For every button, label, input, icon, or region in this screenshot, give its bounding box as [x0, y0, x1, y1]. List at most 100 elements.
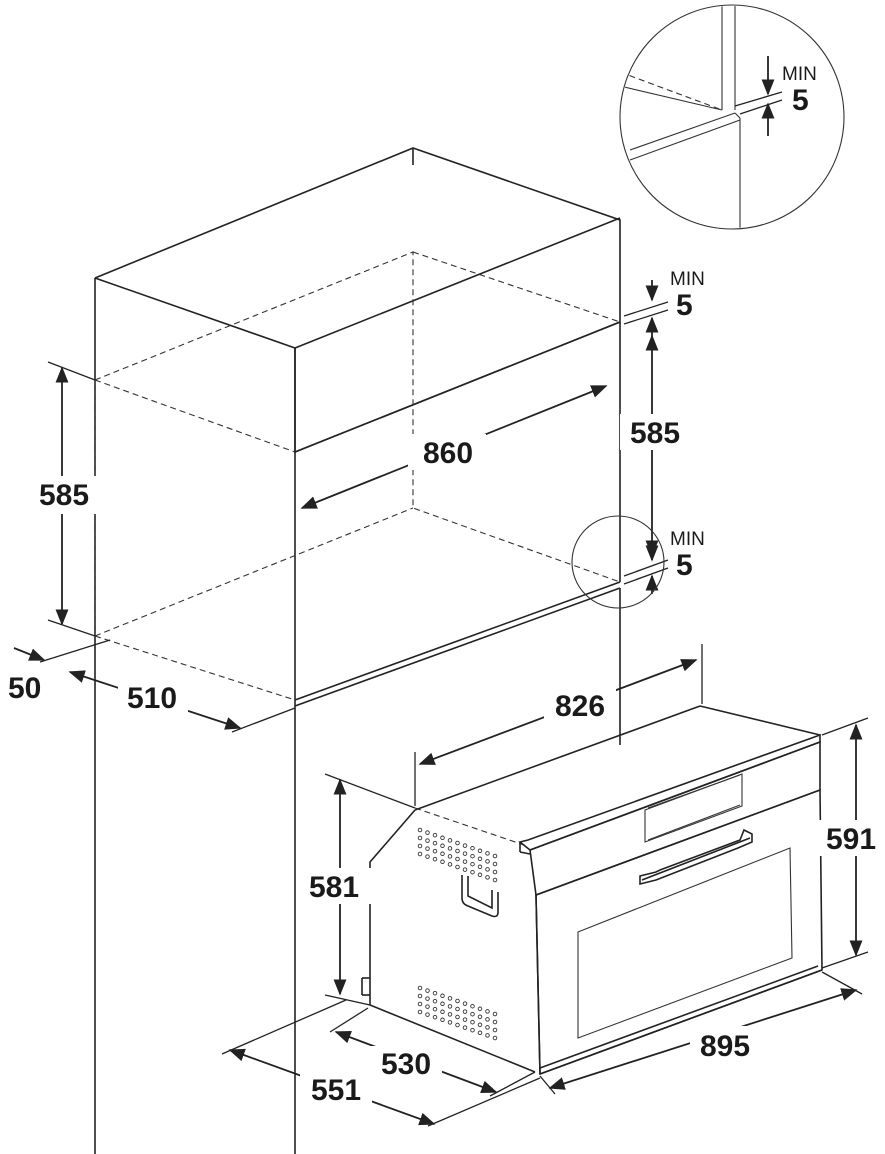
front-width-label: 895	[700, 1030, 750, 1063]
body-height-dimension: 581	[300, 773, 416, 1006]
vent-hole	[417, 1001, 423, 1007]
vent-hole	[477, 872, 483, 878]
detail-callout-circle	[571, 515, 665, 609]
vent-hole	[470, 1019, 475, 1025]
vent-hole	[470, 869, 475, 875]
vent-hole	[447, 1004, 453, 1009]
vent-hole	[417, 843, 423, 849]
vent-hole	[432, 1014, 438, 1020]
vent-hole	[432, 832, 438, 838]
vent-hole	[462, 1009, 468, 1014]
vent-hole	[477, 1030, 483, 1036]
niche-right-height-label: 585	[630, 417, 680, 450]
vent-hole	[492, 869, 498, 875]
vent-hole	[425, 830, 430, 835]
vent-hole	[440, 1009, 445, 1015]
detail-gap-min: MIN	[782, 64, 817, 85]
vent-hole	[470, 1011, 475, 1017]
vent-hole	[425, 1012, 430, 1017]
niche-setback-dimension: 50	[8, 639, 111, 705]
vent-hole	[485, 867, 490, 872]
vent-hole	[492, 1027, 498, 1033]
vent-hole	[447, 862, 453, 867]
detail-gap-value: 5	[792, 84, 809, 117]
vent-hole	[462, 1025, 468, 1030]
vent-hole	[440, 1001, 445, 1007]
vent-hole	[432, 1006, 438, 1012]
vent-hole	[492, 1011, 498, 1017]
niche-depth-dimension: 510	[68, 670, 296, 733]
vent-hole	[440, 859, 445, 865]
vent-hole	[425, 854, 430, 859]
vent-hole	[455, 856, 460, 862]
vent-hole	[470, 853, 475, 859]
vent-hole	[432, 848, 438, 854]
vent-hole	[477, 1014, 483, 1020]
vent-hole	[455, 1014, 460, 1020]
vent-hole	[447, 838, 453, 843]
detail-view: MIN 5	[619, 4, 845, 230]
vent-hole	[432, 856, 438, 862]
vent-hole	[425, 838, 430, 843]
vent-hole	[470, 1027, 475, 1033]
vent-hole	[417, 835, 423, 841]
vent-hole	[492, 1035, 498, 1041]
vent-hole	[485, 1025, 490, 1030]
vent-hole	[432, 840, 438, 846]
niche-setback-label: 50	[8, 672, 41, 705]
vent-hole	[432, 990, 438, 996]
vent-hole	[447, 996, 453, 1001]
total-depth-dimension: 551	[221, 999, 541, 1127]
vent-hole	[470, 861, 475, 867]
vent-hole	[477, 856, 483, 862]
vent-hole	[425, 988, 430, 993]
vent-hole	[417, 851, 423, 857]
vent-hole	[485, 859, 490, 864]
vent-hole	[492, 853, 498, 859]
niche-outline	[94, 251, 621, 701]
vent-hole	[455, 848, 460, 854]
niche-height-dimension: 585	[20, 361, 106, 637]
niche-depth-label: 510	[127, 682, 177, 715]
vent-hole	[462, 1017, 468, 1022]
vent-hole	[425, 996, 430, 1001]
vent-hole	[477, 1006, 483, 1012]
niche-gap-bottom-min: MIN	[670, 529, 705, 550]
vent-hole	[462, 843, 468, 848]
front-width-dimension: 895	[539, 971, 863, 1095]
vent-hole	[492, 861, 498, 867]
vent-hole	[485, 851, 490, 856]
cabinet	[94, 147, 621, 1154]
vent-hole	[462, 851, 468, 856]
side-vents-bottom	[417, 985, 498, 1041]
vent-hole	[485, 1009, 490, 1014]
oven-appliance	[361, 705, 823, 1076]
niche-width-dimension: 860	[300, 385, 608, 509]
vent-hole	[455, 840, 460, 846]
niche-right-dimension: MIN 5 585 MIN 5	[620, 269, 705, 594]
vent-hole	[440, 993, 445, 999]
vent-hole	[477, 848, 483, 854]
vent-hole	[477, 1022, 483, 1028]
niche-width-label: 860	[423, 437, 473, 470]
niche-gap-top-value: 5	[676, 289, 693, 322]
vent-hole	[447, 1012, 453, 1017]
vent-hole	[417, 827, 423, 833]
vent-hole	[470, 845, 475, 851]
vent-hole	[485, 1017, 490, 1022]
vent-hole	[440, 1017, 445, 1023]
front-height-dimension: 591	[818, 717, 885, 969]
body-depth-label: 530	[381, 1048, 431, 1081]
niche-gap-bottom-value: 5	[676, 549, 693, 582]
vent-hole	[455, 864, 460, 870]
vent-hole	[432, 998, 438, 1004]
vent-hole	[417, 1009, 423, 1015]
vent-hole	[462, 859, 468, 864]
body-width-dimension: 826	[414, 644, 703, 806]
vent-hole	[440, 843, 445, 849]
vent-hole	[485, 1033, 490, 1038]
side-vents-top	[417, 827, 498, 883]
niche-height-label: 585	[39, 479, 89, 512]
vent-hole	[470, 1003, 475, 1009]
